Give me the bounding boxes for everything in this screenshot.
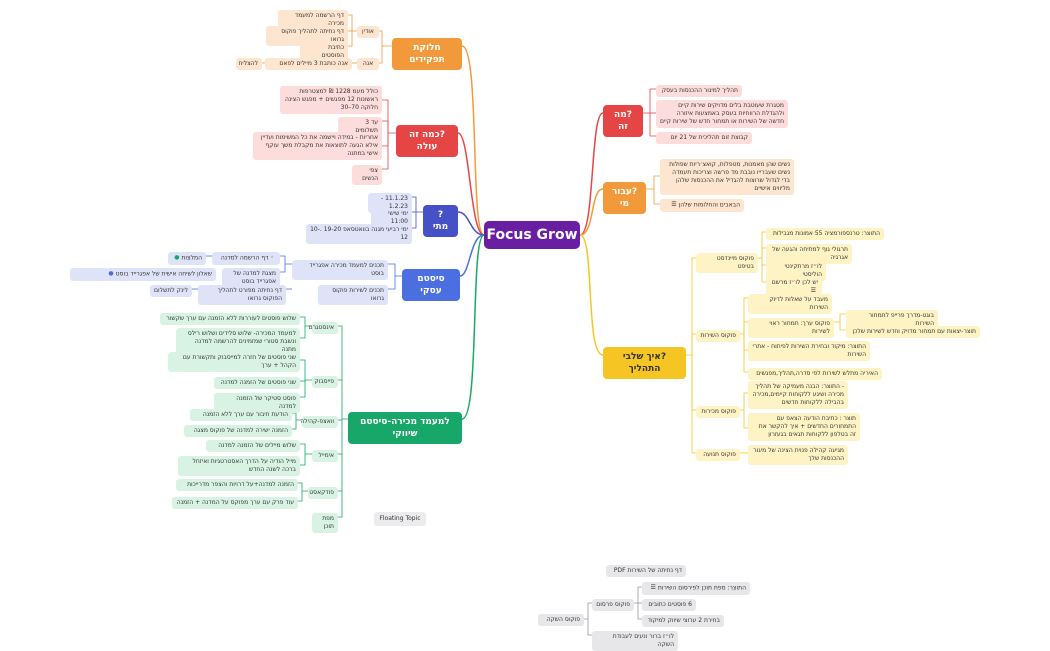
roles-adi-item[interactable]: דף נחיתה לתהליך פוקוס גרואו	[266, 26, 348, 46]
growth-item[interactable]: מגיעה קהילה פנוית הצינה של מיגור ההכנסות…	[748, 445, 848, 465]
tech-item[interactable]: מצגת למדנה של אפגרייד בוסט	[222, 268, 280, 288]
what-item[interactable]: מטגרת שעוטבת בלים מדויקים שירות קיים ולה…	[656, 100, 788, 128]
stages-sales[interactable]: פוקוס מכירות	[696, 406, 740, 418]
bottom-item[interactable]: 6 פוסטים כתובים	[642, 599, 696, 611]
sales-focus-item[interactable]: תוצר : כתיבת הודעה הצאפ עם התמחורים החדש…	[748, 413, 860, 441]
notes-icon: ☰	[810, 287, 816, 294]
mindset-item-label: יש לכן לו״ז מרשם	[771, 279, 818, 286]
tech-item[interactable]: תכנים לשירות פוקוס גרואו	[318, 285, 388, 305]
roles-adi-item[interactable]: כתיבת הפוסטים	[300, 42, 348, 62]
service-item[interactable]: מעבד על שאלות לדיוק השירות	[748, 294, 832, 314]
sales-focus-item[interactable]: - התוצר: הבנה מעמיקה של תהליך מכירה ושיג…	[748, 381, 848, 409]
topic-sales-system[interactable]: למעמד מכירה-סיסטם שיווקי	[348, 412, 462, 444]
sales-item[interactable]: שלוש פוסטים לעוררות ללא הזמנה עם ערך שקש…	[160, 313, 300, 325]
who-item[interactable]: נשים שהן מאמנות, מטפלות, קואצ׳ריות שפולו…	[660, 159, 794, 195]
when-item[interactable]: ימי רביעי מגנה בוואטסאפ 19-20 .10-12	[306, 224, 412, 244]
sales-branch[interactable]: פודקאסט	[308, 487, 338, 499]
stages-mindset[interactable]: פוקוס מיינדסט בטיפט	[696, 253, 758, 273]
topic-who[interactable]: ?עבור מי	[603, 182, 646, 214]
roles-ana-result[interactable]: להצליח	[236, 58, 262, 70]
tech-sub2[interactable]: שאלון לשיחה אישית של אפגרייד בוסט●	[70, 268, 216, 281]
bottom-pdf[interactable]: דף נחיתה של השירות PDF	[606, 565, 686, 577]
tech-sub1[interactable]: ◦דף הרשמה למדנה	[212, 252, 280, 265]
tech-sub3-tag[interactable]: לינק לתשלום	[150, 285, 192, 297]
tech-sub1-tag-label: המלצות	[181, 254, 202, 262]
cost-item[interactable]: כולל מעמ 1228 ₪ למצטרפות ראשונות 12 מפגש…	[280, 86, 382, 114]
roles-ana-item[interactable]: אנה כותבת 3 מיילים לפאם	[265, 58, 352, 70]
service-item[interactable]: התוצר: מיקוד ובחירת השירות לפיתוח - אתרי…	[748, 341, 870, 361]
bottom-item[interactable]: בחירת 2 ערוצי שיווק למיקוד	[642, 615, 724, 627]
when-item[interactable]: ימי שישי 11:00	[371, 208, 412, 228]
tech-sub1-label: דף הרשמה למדנה	[220, 254, 269, 262]
sales-item[interactable]: הזמנה ישירה למדנה של פוקוס מצגה	[184, 425, 292, 437]
mindset-item[interactable]: תרגולי גוף למתיחה והגעה של אגרגיה	[766, 244, 852, 264]
bottom-last[interactable]: לו״ז ברור ונעים לעבודת השקה	[592, 631, 678, 651]
topic-cost[interactable]: ?כמה זה עולה	[396, 125, 458, 157]
stages-growth[interactable]: פוקוס תנועה	[696, 449, 740, 461]
value-item[interactable]: תוצר-יצאות עם תמחור מדויק וחדש לשירות של…	[846, 326, 980, 338]
topic-roles[interactable]: חלוקת תפקידים	[392, 38, 462, 70]
globe-icon: ●	[174, 254, 180, 261]
notes-icon: ☰	[650, 584, 656, 591]
bottom-launch[interactable]: פוקוס השקה	[538, 614, 584, 626]
sales-branch[interactable]: פייסבוק	[312, 376, 338, 388]
bottom-item-label: התוצר: מפת תוכן לפירסום השירות	[657, 584, 746, 592]
bullet-icon: ◦	[270, 254, 274, 261]
roles-adi[interactable]: אודין	[357, 26, 379, 38]
sales-branch[interactable]: אינסטגרם	[309, 322, 338, 334]
sales-item[interactable]: שלוש מיילים של הזמנה למדנה	[206, 440, 300, 452]
tech-item[interactable]: תכנים למעמד מכירה אפגרייד בוסט	[292, 260, 388, 280]
sales-item[interactable]: פוסט סטיקר של הזמנה למדנה	[214, 393, 300, 413]
who-item-label: הבאבים והחלומות שלהן	[678, 201, 740, 209]
cost-item[interactable]: צפי הנשים	[352, 165, 382, 185]
what-item[interactable]: תהליך למיגור ההכנסות בעסק	[656, 85, 742, 97]
mindset-item[interactable]: לו״ז מרתקינטי הוליסטי	[766, 261, 826, 281]
sales-item[interactable]: מייל הודיה על הדרך האסטרטגיות ואיזחל ברכ…	[178, 456, 300, 476]
value-item[interactable]: בוגט-מדרך פרייפ לתמחור השירות	[846, 310, 938, 330]
who-item[interactable]: הבאבים והחלומות שלהן☰	[660, 199, 744, 212]
sales-item[interactable]: שני פוסטים של הזמנה למדנה	[214, 377, 300, 389]
tech-sub3[interactable]: דף נחיתה מפורט לתהליך הפוקוס גרואו	[198, 285, 286, 305]
root-topic[interactable]: Focus Grow	[484, 221, 580, 249]
what-item[interactable]: קבוצת זום תהליכית של 21 יום	[656, 132, 752, 144]
sales-item[interactable]: הודעת חיבור עם ערך ללא הזמנה	[190, 409, 292, 421]
roles-adi-item[interactable]: דף הרשמה למעמד מכירה	[278, 10, 348, 30]
cost-item[interactable]: אחריות - במידה ויישמה את כל המשימות ועדי…	[253, 132, 382, 160]
sales-item[interactable]: שני פוסטים של חזרה למייסבוק ותקשורת עם ה…	[168, 352, 300, 372]
roles-ana[interactable]: אנה	[357, 58, 379, 70]
tech-sub1-tag[interactable]: המלצות●	[168, 252, 206, 265]
bullet-icon: ●	[108, 270, 114, 277]
bottom-item[interactable]: התוצר: מפת תוכן לפירסום השירות☰	[642, 582, 750, 595]
mindset-item[interactable]: התוצר: טרנספורמציה 55 אמונות מגבילות	[766, 228, 884, 240]
sales-branch-last[interactable]: מפת תוכן	[312, 513, 338, 533]
sales-item[interactable]: עוד פרק עם ערך מפוקס על המדנה + הזמנה	[172, 497, 298, 509]
floating-topic[interactable]: Floating Topic	[374, 512, 426, 526]
sales-item[interactable]: הזמנה למדנה+על דרויות והצפר מדרייכות	[176, 479, 298, 491]
stages-service[interactable]: פוקוס השירות	[696, 330, 740, 342]
topic-what[interactable]: ?מה זה	[603, 105, 643, 137]
notes-icon: ☰	[671, 201, 677, 208]
sales-branch[interactable]: אימייל	[312, 450, 338, 462]
service-item[interactable]: האיריה מתלש לשירות לפי סדרה,תהליך,מפגשים	[748, 368, 882, 380]
topic-stages[interactable]: ?איך שלבי התהליך	[603, 347, 686, 379]
topic-when[interactable]: ?מתי	[423, 205, 458, 237]
bottom-publish[interactable]: פוקוס פרסום	[592, 599, 634, 611]
sales-item[interactable]: למעמד המכירה- שלוש סלידים ושלוש רילס ונש…	[176, 328, 300, 356]
service-item[interactable]: פוקוס ערך: תמחור ראוי לשירות	[748, 318, 834, 338]
tech-sub2-label: שאלון לשיחה אישית של אפגרייד בוסט	[115, 270, 212, 278]
sales-branch[interactable]: וואצפ-קהילה	[300, 416, 338, 428]
mindset-item[interactable]: יש לכן לו״ז מרשם☰	[766, 277, 822, 298]
topic-tech[interactable]: סיסטם עסקי	[402, 269, 460, 301]
